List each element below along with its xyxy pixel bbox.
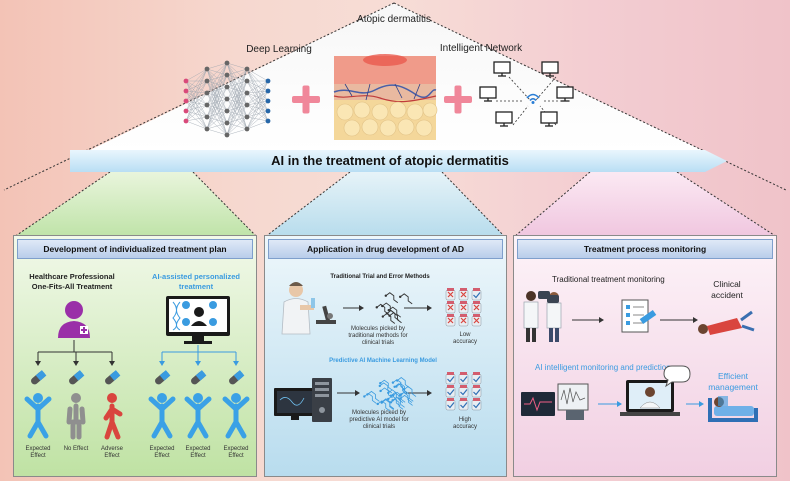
outcome-label: Expected: [185, 446, 211, 452]
outcome-label: No Effect: [63, 446, 89, 452]
healthcare-title-line1: Healthcare Professional: [29, 272, 115, 281]
healthcare-title-line2: One-Fits-All Treatment: [31, 282, 113, 291]
outcome-label: Effect: [190, 453, 206, 459]
ai-personalized-title-line1: AI-assisted personalized: [152, 272, 240, 281]
outcome-label: Effect: [104, 453, 120, 459]
traditional-monitoring-label: Traditional treatment monitoring: [552, 275, 665, 284]
predictive-model-title: Predictive AI Machine Learning Model: [329, 358, 437, 364]
outcome-label: Expected: [223, 446, 249, 452]
disease-label: Atopic dermatitis: [357, 14, 431, 25]
deep-learning-label: Deep Learning: [246, 44, 312, 55]
outcome-label: Expected: [149, 446, 175, 452]
clinical-accident-line1: Clinical: [713, 279, 741, 289]
ai-personalized-title-line2: treatment: [178, 282, 214, 291]
outcome-label: Adverse: [100, 446, 124, 452]
efficient-management-line2: management: [708, 382, 758, 392]
ai-monitoring-label: AI intelligent monitoring and prediction: [535, 363, 671, 372]
traditional-methods-title: Traditional Trial and Error Methods: [330, 274, 430, 280]
panel-individualized-plan: Development of individualized treatment …: [13, 235, 257, 477]
network-label: Intelligent Network: [439, 43, 523, 54]
high-accuracy-line1: High: [458, 417, 472, 423]
traditional-caption-line1: Molecules picked by: [350, 326, 406, 332]
clinical-accident-line2: accident: [711, 290, 743, 300]
low-accuracy-line1: Low: [459, 332, 471, 338]
traditional-caption-line2: traditional methods for: [348, 333, 408, 339]
predictive-caption-line1: Molecules picked by: [351, 410, 407, 416]
outcome-label: Effect: [154, 453, 170, 459]
outcome-label: Effect: [30, 453, 46, 459]
outcome-label: Effect: [228, 453, 244, 459]
outcome-label: Expected: [25, 446, 51, 452]
panel-treatment-monitoring: Treatment process monitoring: [513, 235, 777, 477]
traditional-caption-line3: clinical trials: [361, 340, 395, 346]
high-accuracy-line2: accuracy: [452, 424, 478, 430]
panel-header: Treatment process monitoring: [517, 239, 773, 259]
banner-title: AI in the treatment of atopic dermatitis: [271, 153, 509, 168]
panel-drug-development: Application in drug development of AD: [264, 235, 507, 477]
predictive-caption-line3: clinical trials: [362, 424, 396, 430]
panel-header: Application in drug development of AD: [268, 239, 503, 259]
low-accuracy-line2: accuracy: [452, 339, 478, 345]
predictive-caption-line2: predictive AI model for: [349, 417, 409, 423]
efficient-management-line1: Efficient: [717, 371, 749, 381]
panel-header: Development of individualized treatment …: [17, 239, 253, 259]
